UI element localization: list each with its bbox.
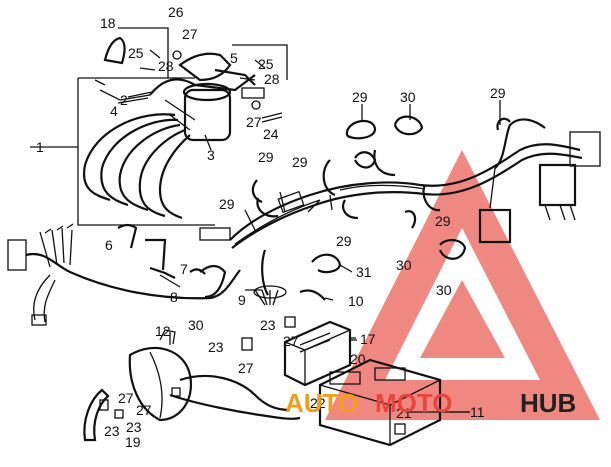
callout-28-a: 28 xyxy=(158,58,174,74)
callout-29-f: 29 xyxy=(336,233,352,249)
callout-25-a: 25 xyxy=(128,45,144,61)
callout-5: 5 xyxy=(230,50,238,66)
callout-22: 22 xyxy=(310,395,326,411)
callout-30-c: 30 xyxy=(396,257,412,273)
callout-23-c: 23 xyxy=(104,423,120,439)
callout-27-c: 27 xyxy=(283,333,299,349)
callout-25-b: 25 xyxy=(258,56,274,72)
callout-27-a: 27 xyxy=(182,26,198,42)
callout-6: 6 xyxy=(105,237,113,253)
callout-2: 2 xyxy=(120,92,128,108)
callout-30-a: 30 xyxy=(400,89,416,105)
callout-9: 9 xyxy=(238,292,246,308)
callout-26: 26 xyxy=(168,4,184,20)
callout-29-g: 29 xyxy=(435,213,451,229)
watermark-logo xyxy=(325,150,600,420)
callout-27-b: 27 xyxy=(246,114,262,130)
watermark-auto: AUTO xyxy=(285,388,358,418)
callout-11: 11 xyxy=(470,404,485,420)
callout-4: 4 xyxy=(110,103,118,119)
ignition-coil-assembly xyxy=(30,27,288,226)
callout-23-b: 23 xyxy=(208,339,224,355)
callout-3: 3 xyxy=(207,147,215,163)
callout-31: 31 xyxy=(356,264,372,280)
callout-27-f: 27 xyxy=(136,402,152,418)
callout-labels: 1 2 3 4 5 6 7 8 9 10 11 12 17 18 19 20 2… xyxy=(36,4,506,450)
callout-8: 8 xyxy=(170,289,178,305)
callout-29-b: 29 xyxy=(490,85,506,101)
callout-29-a: 29 xyxy=(352,89,368,105)
callout-12: 12 xyxy=(155,323,171,339)
regulator-part xyxy=(241,320,356,387)
callout-18: 18 xyxy=(100,15,116,31)
callout-30-b: 30 xyxy=(188,317,204,333)
callout-7: 7 xyxy=(180,261,188,277)
watermark-text: AUTO MOTO HUB xyxy=(285,388,576,418)
leader-lines xyxy=(117,91,501,413)
callout-1: 1 xyxy=(36,139,44,155)
callout-29-e: 29 xyxy=(219,196,235,212)
watermark-hub: HUB xyxy=(520,388,576,418)
callout-29-c: 29 xyxy=(258,149,274,165)
callout-27-e: 27 xyxy=(118,390,134,406)
callout-23-d: 23 xyxy=(126,419,142,435)
callout-23-a: 23 xyxy=(260,317,276,333)
callout-21: 21 xyxy=(396,405,412,421)
callout-17: 17 xyxy=(360,331,376,347)
callout-20: 20 xyxy=(350,351,366,367)
callout-10: 10 xyxy=(348,293,364,309)
callout-19: 19 xyxy=(125,434,141,450)
callout-27-d: 27 xyxy=(238,360,254,376)
callout-24: 24 xyxy=(263,126,279,142)
callout-28-b: 28 xyxy=(264,71,280,87)
callout-29-d: 29 xyxy=(292,154,308,170)
horn-part xyxy=(83,329,301,442)
callout-30-d: 30 xyxy=(436,282,452,298)
watermark-moto: MOTO xyxy=(375,388,453,418)
left-harness-connectors xyxy=(7,223,241,326)
